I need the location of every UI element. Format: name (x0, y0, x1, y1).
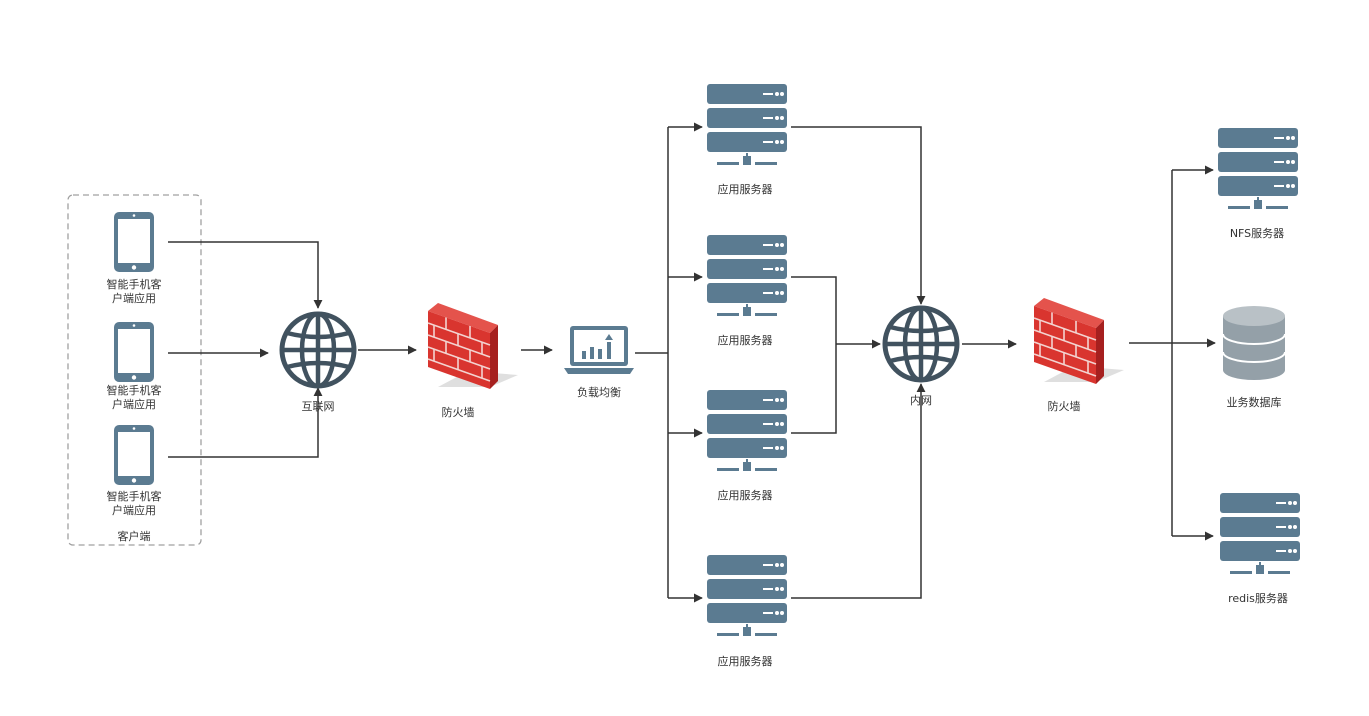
phone3-label-line1: 智能手机客 (107, 489, 162, 503)
app4-label: 应用服务器 (718, 654, 773, 668)
connections (168, 122, 1216, 603)
edge-app1-intranet (791, 126, 926, 305)
client-group-box (67, 194, 202, 546)
server-icon (707, 390, 787, 471)
internet-label: 互联网 (302, 400, 335, 413)
database-icon (1222, 306, 1286, 380)
redis-label: redis服务器 (1228, 592, 1288, 605)
phone1-label-line2: 户端应用 (112, 291, 156, 305)
laptop-chart-icon (564, 326, 634, 374)
server-icon (707, 235, 787, 316)
globe-icon (885, 308, 957, 380)
edge-app2-intranet (791, 276, 837, 344)
db-label: 业务数据库 (1227, 395, 1282, 409)
nfs-label: NFS服务器 (1230, 227, 1284, 240)
edge-phone3-internet (168, 387, 323, 458)
globe-icon (282, 314, 354, 386)
edge-app3-intranet (791, 344, 837, 434)
phone3-label-line2: 户端应用 (112, 503, 156, 517)
firewall2-label: 防火墙 (1048, 399, 1081, 413)
smartphone-icon (114, 425, 154, 485)
intranet-label: 内网 (910, 393, 932, 407)
app1-label: 应用服务器 (718, 182, 773, 196)
server-icon (1220, 493, 1300, 574)
firewall-icon (1033, 297, 1125, 385)
app2-label: 应用服务器 (718, 333, 773, 347)
phone2-label-line1: 智能手机客 (107, 383, 162, 397)
firewall-icon (427, 302, 519, 390)
client-group-label: 客户端 (118, 529, 151, 543)
smartphone-icon (114, 322, 154, 382)
firewall1-label: 防火墙 (442, 405, 475, 419)
server-icon (1218, 128, 1298, 209)
smartphone-icon (114, 212, 154, 272)
edge-app4-intranet (791, 383, 926, 599)
app3-label: 应用服务器 (718, 488, 773, 502)
edge-phone1-internet (168, 241, 323, 309)
server-icon (707, 84, 787, 165)
load-balancer-label: 负载均衡 (577, 385, 621, 399)
server-icon (707, 555, 787, 636)
phone1-label-line1: 智能手机客 (107, 277, 162, 291)
phone2-label-line2: 户端应用 (112, 397, 156, 411)
